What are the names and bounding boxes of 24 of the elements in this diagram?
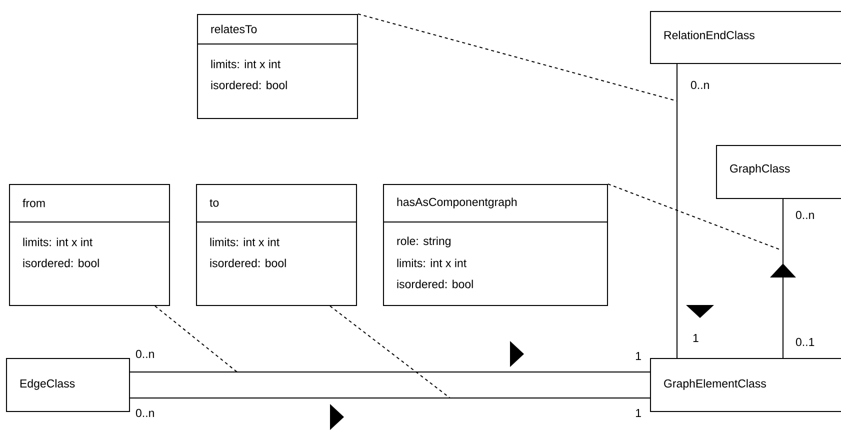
leader-line [358, 14, 678, 102]
association-line [676, 64, 678, 358]
class-box: GraphElementClass [650, 358, 841, 412]
multiplicity-label: 1 [693, 334, 698, 342]
class-box: RelationEndClass [650, 11, 841, 64]
multiplicity-label: 0..n [136, 350, 154, 358]
multiplicity-label: 1 [636, 409, 641, 417]
multiplicity-label: 0..n [136, 408, 154, 418]
association-line [130, 371, 650, 372]
multiplicity-label: 1 [636, 352, 641, 360]
leader-line [608, 183, 782, 250]
class-box: EdgeClass [6, 358, 130, 412]
association-line [130, 397, 650, 398]
multiplicity-label: 0..n [690, 80, 709, 90]
class-box: hasAsComponentgraph role: string limits: int x int isordered: bool [382, 184, 608, 306]
association-line [770, 198, 796, 358]
class-box: from limits: int x int isordered: bool [8, 184, 170, 306]
leader-line [330, 305, 450, 398]
class-box: relatesTo limits: int x int isordered: bool [196, 14, 358, 119]
class-box: to limits: int x int isordered: bool [196, 184, 357, 306]
leader-line [154, 305, 238, 372]
class-box: GraphClass [716, 145, 841, 199]
multiplicity-label: 0..n [796, 210, 814, 220]
multiplicity-label: 0..1 [796, 338, 814, 346]
